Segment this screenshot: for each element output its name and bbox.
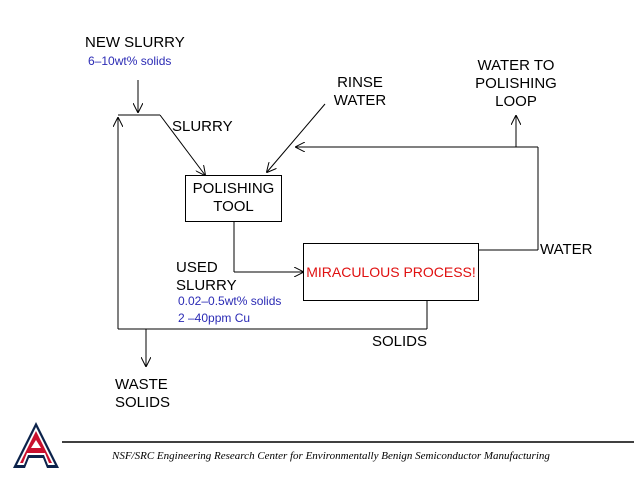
new-slurry-label: NEW SLURRY	[85, 34, 185, 51]
waste-line1: WASTE	[115, 376, 168, 393]
university-logo-icon	[13, 422, 59, 468]
water-to-loop-label: WATER TO POLISHING LOOP	[461, 57, 571, 111]
footer-caption: NSF/SRC Engineering Research Center for …	[112, 450, 550, 462]
miraculous-process-box	[303, 243, 479, 301]
used-slurry-solids: 0.02–0.5wt% solids	[178, 294, 282, 308]
new-slurry-concentration: 6–10wt% solids	[88, 54, 172, 68]
rinse-water-arrow	[267, 103, 326, 172]
rinse-line1: RINSE	[337, 74, 383, 91]
solids-label: SOLIDS	[372, 333, 428, 350]
rinse-water-label: RINSE WATER	[320, 74, 400, 110]
polishing-tool-label: POLISHING TOOL	[185, 180, 282, 216]
polishing-tool-box	[185, 175, 282, 222]
waste-solids-label: WASTE SOLIDS	[115, 376, 170, 412]
slurry-label: SLURRY	[172, 118, 233, 135]
miraculous-process-label: MIRACULOUS PROCESS!	[306, 264, 476, 280]
rinse-line2: WATER	[333, 92, 387, 109]
polishing-tool-line1: POLISHING	[192, 180, 275, 197]
polishing-tool-line2: TOOL	[213, 198, 254, 215]
water-to-loop-line1: WATER TO	[477, 57, 555, 74]
slurry-diagonal-arrow	[159, 114, 205, 175]
used-slurry-line1: USED	[176, 259, 218, 276]
waste-line2: SOLIDS	[115, 394, 171, 411]
used-slurry-line2: SLURRY	[176, 277, 237, 294]
used-slurry-label: USED SLURRY	[176, 259, 237, 295]
water-label: WATER	[540, 241, 593, 258]
water-to-loop-line2: POLISHING	[475, 75, 557, 92]
used-slurry-cu: 2 –40ppm Cu	[178, 311, 251, 325]
water-to-loop-line3: LOOP	[495, 93, 537, 110]
